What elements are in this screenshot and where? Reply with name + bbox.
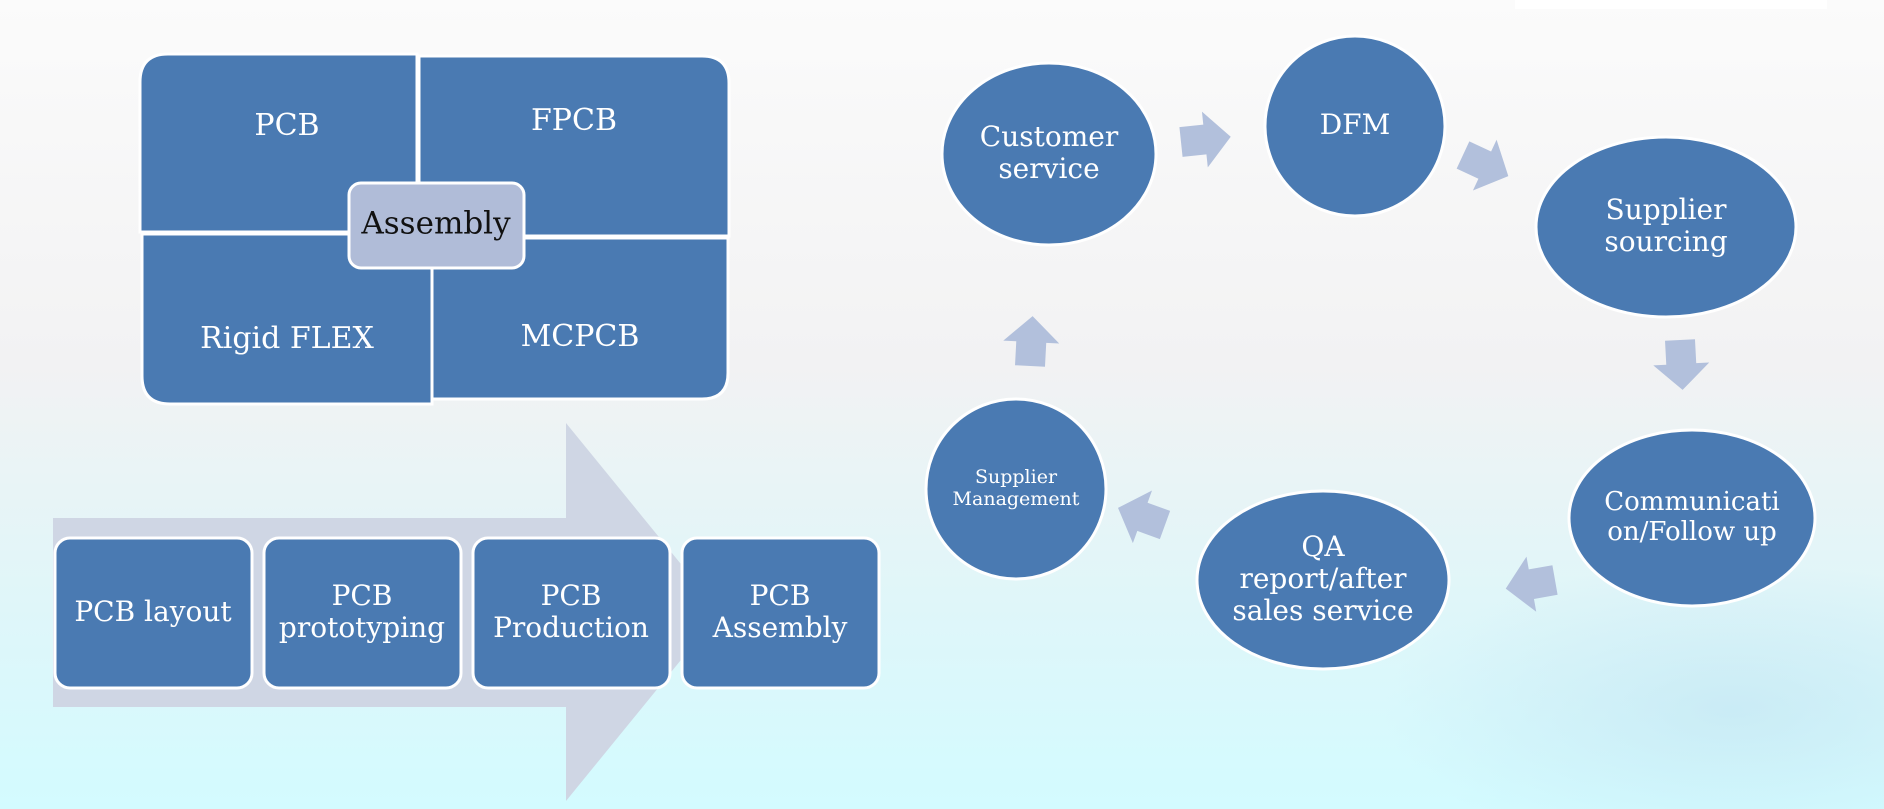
node-supplier-sourcing (1534, 135, 1798, 319)
arrow-dfm-to-sourcing (1456, 139, 1509, 191)
label-rigid-flex: Rigid FLEX (200, 321, 374, 356)
label-assembly: Assembly (360, 206, 511, 242)
label-line: Supplier (1606, 192, 1728, 225)
label-line: PCB (750, 578, 811, 611)
top-white-bar (1515, 0, 1827, 9)
label-line: on/Follow up (1607, 517, 1777, 547)
node-label-dfm: DFM (1320, 108, 1391, 141)
label-line: Production (493, 611, 649, 644)
label-line: prototyping (279, 611, 445, 644)
arrow-sourcing-to-communication (1653, 339, 1710, 390)
label-line: Assembly (712, 611, 848, 644)
label-line: PCB (332, 578, 393, 611)
label-pcb: PCB (254, 108, 319, 143)
arrow-qa-to-management (1118, 490, 1171, 544)
label-line: Management (953, 488, 1080, 510)
background-texture (1380, 560, 1884, 809)
node-dfm (1263, 34, 1447, 218)
label-line: PCB layout (74, 595, 232, 628)
label-line: service (998, 152, 1099, 185)
step-box-assembly (680, 536, 881, 690)
label-line: PCB (541, 578, 602, 611)
label-line: QA (1301, 529, 1345, 562)
quadrant-mcpcb (430, 236, 730, 401)
label-line: report/after (1239, 562, 1407, 595)
label-line: Communicati (1604, 487, 1780, 517)
label-line: DFM (1320, 108, 1391, 141)
quadrant-pcb (138, 52, 419, 234)
quadrant-matrix: PCB FPCB Rigid FLEX MCPCB Assembly (138, 52, 731, 406)
step-box-layout (53, 536, 254, 690)
step-label-layout: PCB layout (74, 595, 232, 628)
step-box-production (471, 536, 672, 690)
arrow-communication-to-qa (1505, 556, 1558, 612)
node-qa-report (1195, 489, 1451, 671)
node-customer-service (940, 61, 1158, 247)
arrow-customer-to-dfm (1179, 111, 1231, 168)
label-line: sourcing (1604, 225, 1727, 258)
label-line: Supplier (975, 466, 1058, 488)
label-line: sales service (1232, 594, 1413, 627)
node-supplier-management (924, 397, 1108, 581)
node-communication (1567, 428, 1817, 608)
arrow-management-to-customer (1003, 316, 1060, 367)
label-line: Customer (980, 119, 1119, 152)
label-fpcb: FPCB (531, 103, 617, 138)
assembly-center-box (347, 181, 526, 270)
quadrant-rigid-flex (140, 232, 434, 406)
label-mcpcb: MCPCB (521, 319, 640, 354)
step-box-prototyping (262, 536, 463, 690)
